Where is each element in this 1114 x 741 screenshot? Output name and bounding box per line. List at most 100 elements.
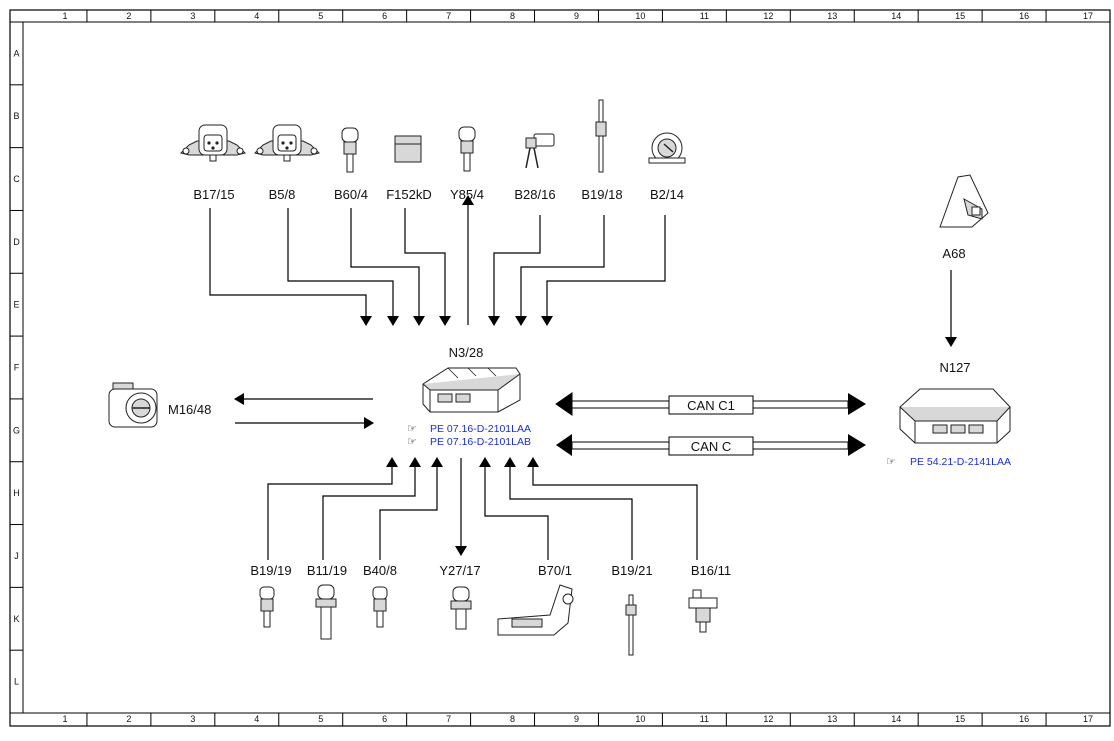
label-b16-11: B16/11: [691, 563, 731, 578]
grid-column-label: 11: [700, 714, 709, 724]
b19-21-sensor-icon: [625, 594, 637, 656]
a68-pedal-icon: [939, 174, 989, 228]
grid-column-label: 10: [635, 11, 645, 21]
label-b11-19: B11/19: [307, 563, 347, 578]
grid-row-label: J: [14, 551, 19, 561]
label-b2-14: B2/14: [650, 187, 684, 202]
grid-column-label: 8: [510, 714, 515, 724]
b40-8-sensor-icon: [372, 586, 388, 628]
grid-column-label: 8: [510, 11, 515, 21]
grid-column-label: 16: [1019, 11, 1029, 21]
grid-column-label: 15: [955, 11, 965, 21]
grid-column-label: 2: [126, 11, 131, 21]
grid-column-label: 9: [574, 11, 579, 21]
grid-column-label: 5: [318, 714, 323, 724]
b19-18-sensor-icon: [595, 99, 607, 173]
grid-column-label: 5: [318, 11, 323, 21]
grid-ticks: [10, 10, 1047, 726]
grid-row-label: A: [13, 48, 19, 58]
grid-row-label: F: [14, 363, 20, 373]
m16-48-throttle-icon: [108, 382, 158, 428]
grid-column-label: 6: [382, 11, 387, 21]
control-unit-ref-2[interactable]: ☞ PE 07.16-D-2101LAB: [407, 436, 531, 448]
grid-row-label: B: [13, 111, 19, 121]
label-b19-19: B19/19: [250, 563, 291, 578]
ref-text: PE 54.21-D-2141LAA: [910, 456, 1011, 468]
grid-column-label: 16: [1019, 714, 1029, 724]
grid-row-label: G: [13, 425, 20, 435]
y85-4-valve-icon: [458, 126, 476, 172]
grid-row-label: K: [13, 614, 19, 624]
grid-column-label: 12: [763, 11, 773, 21]
label-b28-16: B28/16: [514, 187, 555, 202]
grid-column-label: 13: [827, 714, 837, 724]
top-signal-lines: [209, 195, 666, 326]
grid-row-label: E: [13, 300, 19, 310]
can-c1-bus: CAN C1: [555, 392, 866, 416]
label-a68: A68: [942, 246, 965, 261]
hand-pointer-icon: ☞: [886, 456, 896, 468]
b2-14-sensor-icon: [648, 132, 686, 164]
grid-column-label: 11: [700, 11, 709, 21]
grid-row-label: C: [13, 174, 20, 184]
b5-8-sensor-icon: [254, 124, 320, 162]
label-b40-8: B40/8: [363, 563, 397, 578]
grid-column-label: 4: [254, 714, 259, 724]
grid-column-label: 3: [190, 11, 195, 21]
label-b19-18: B19/18: [581, 187, 622, 202]
b19-19-sensor-icon: [259, 586, 275, 628]
label-can-c1: CAN C1: [687, 398, 735, 413]
control-unit-icon: [422, 367, 521, 413]
hand-pointer-icon: ☞: [407, 436, 417, 448]
b28-16-sensor-icon: [525, 133, 555, 169]
b11-19-sensor-icon: [315, 584, 337, 640]
grid-column-label: 7: [446, 714, 451, 724]
grid-column-label: 14: [891, 11, 901, 21]
label-b60-4: B60/4: [334, 187, 368, 202]
drawing-frame: [9, 9, 1111, 727]
grid-labels: 1122334455667788991010111112121313141415…: [13, 11, 1093, 724]
label-b70-1: B70/1: [538, 563, 572, 578]
b16-11-sensor-icon: [688, 589, 718, 633]
grid-row-label: D: [13, 237, 20, 247]
grid-row-label: H: [13, 488, 20, 498]
grid-column-label: 17: [1083, 714, 1093, 724]
control-unit-ref-1[interactable]: ☞ PE 07.16-D-2101LAA: [407, 423, 531, 435]
grid-column-label: 7: [446, 11, 451, 21]
label-b19-21: B19/21: [611, 563, 652, 578]
grid-column-label: 14: [891, 714, 901, 724]
grid-column-label: 15: [955, 714, 965, 724]
bottom-signal-lines: [267, 457, 698, 560]
f152kd-fuse-icon: [394, 135, 422, 163]
label-m16-48: M16/48: [168, 402, 211, 417]
label-can-c: CAN C: [691, 439, 731, 454]
control-unit-label: N3/28: [449, 345, 484, 360]
label-b5-8: B5/8: [269, 187, 296, 202]
label-b17-15: B17/15: [193, 187, 234, 202]
b17-15-sensor-icon: [180, 124, 246, 162]
grid-column-label: 17: [1083, 11, 1093, 21]
can-c-bus: CAN C: [556, 434, 866, 456]
grid-column-label: 1: [62, 714, 67, 724]
remote-unit-label: N127: [939, 360, 970, 375]
hand-pointer-icon: ☞: [407, 423, 417, 435]
grid-column-label: 10: [635, 714, 645, 724]
grid-column-label: 1: [62, 11, 67, 21]
label-f152kd: F152kD: [386, 187, 432, 202]
grid-column-label: 13: [827, 11, 837, 21]
grid-column-label: 6: [382, 714, 387, 724]
grid-column-label: 12: [763, 714, 773, 724]
remote-unit-ref[interactable]: ☞ PE 54.21-D-2141LAA: [886, 456, 1011, 468]
grid-column-label: 3: [190, 714, 195, 724]
ref-text: PE 07.16-D-2101LAA: [430, 423, 531, 435]
remote-unit-icon: [899, 388, 1011, 444]
b70-1-sensor-icon: [497, 584, 574, 636]
y27-17-valve-icon: [450, 586, 472, 630]
label-y27-17: Y27/17: [439, 563, 480, 578]
grid-column-label: 2: [126, 714, 131, 724]
grid-row-label: L: [14, 677, 19, 687]
grid-column-label: 4: [254, 11, 259, 21]
label-y85-4: Y85/4: [450, 187, 484, 202]
